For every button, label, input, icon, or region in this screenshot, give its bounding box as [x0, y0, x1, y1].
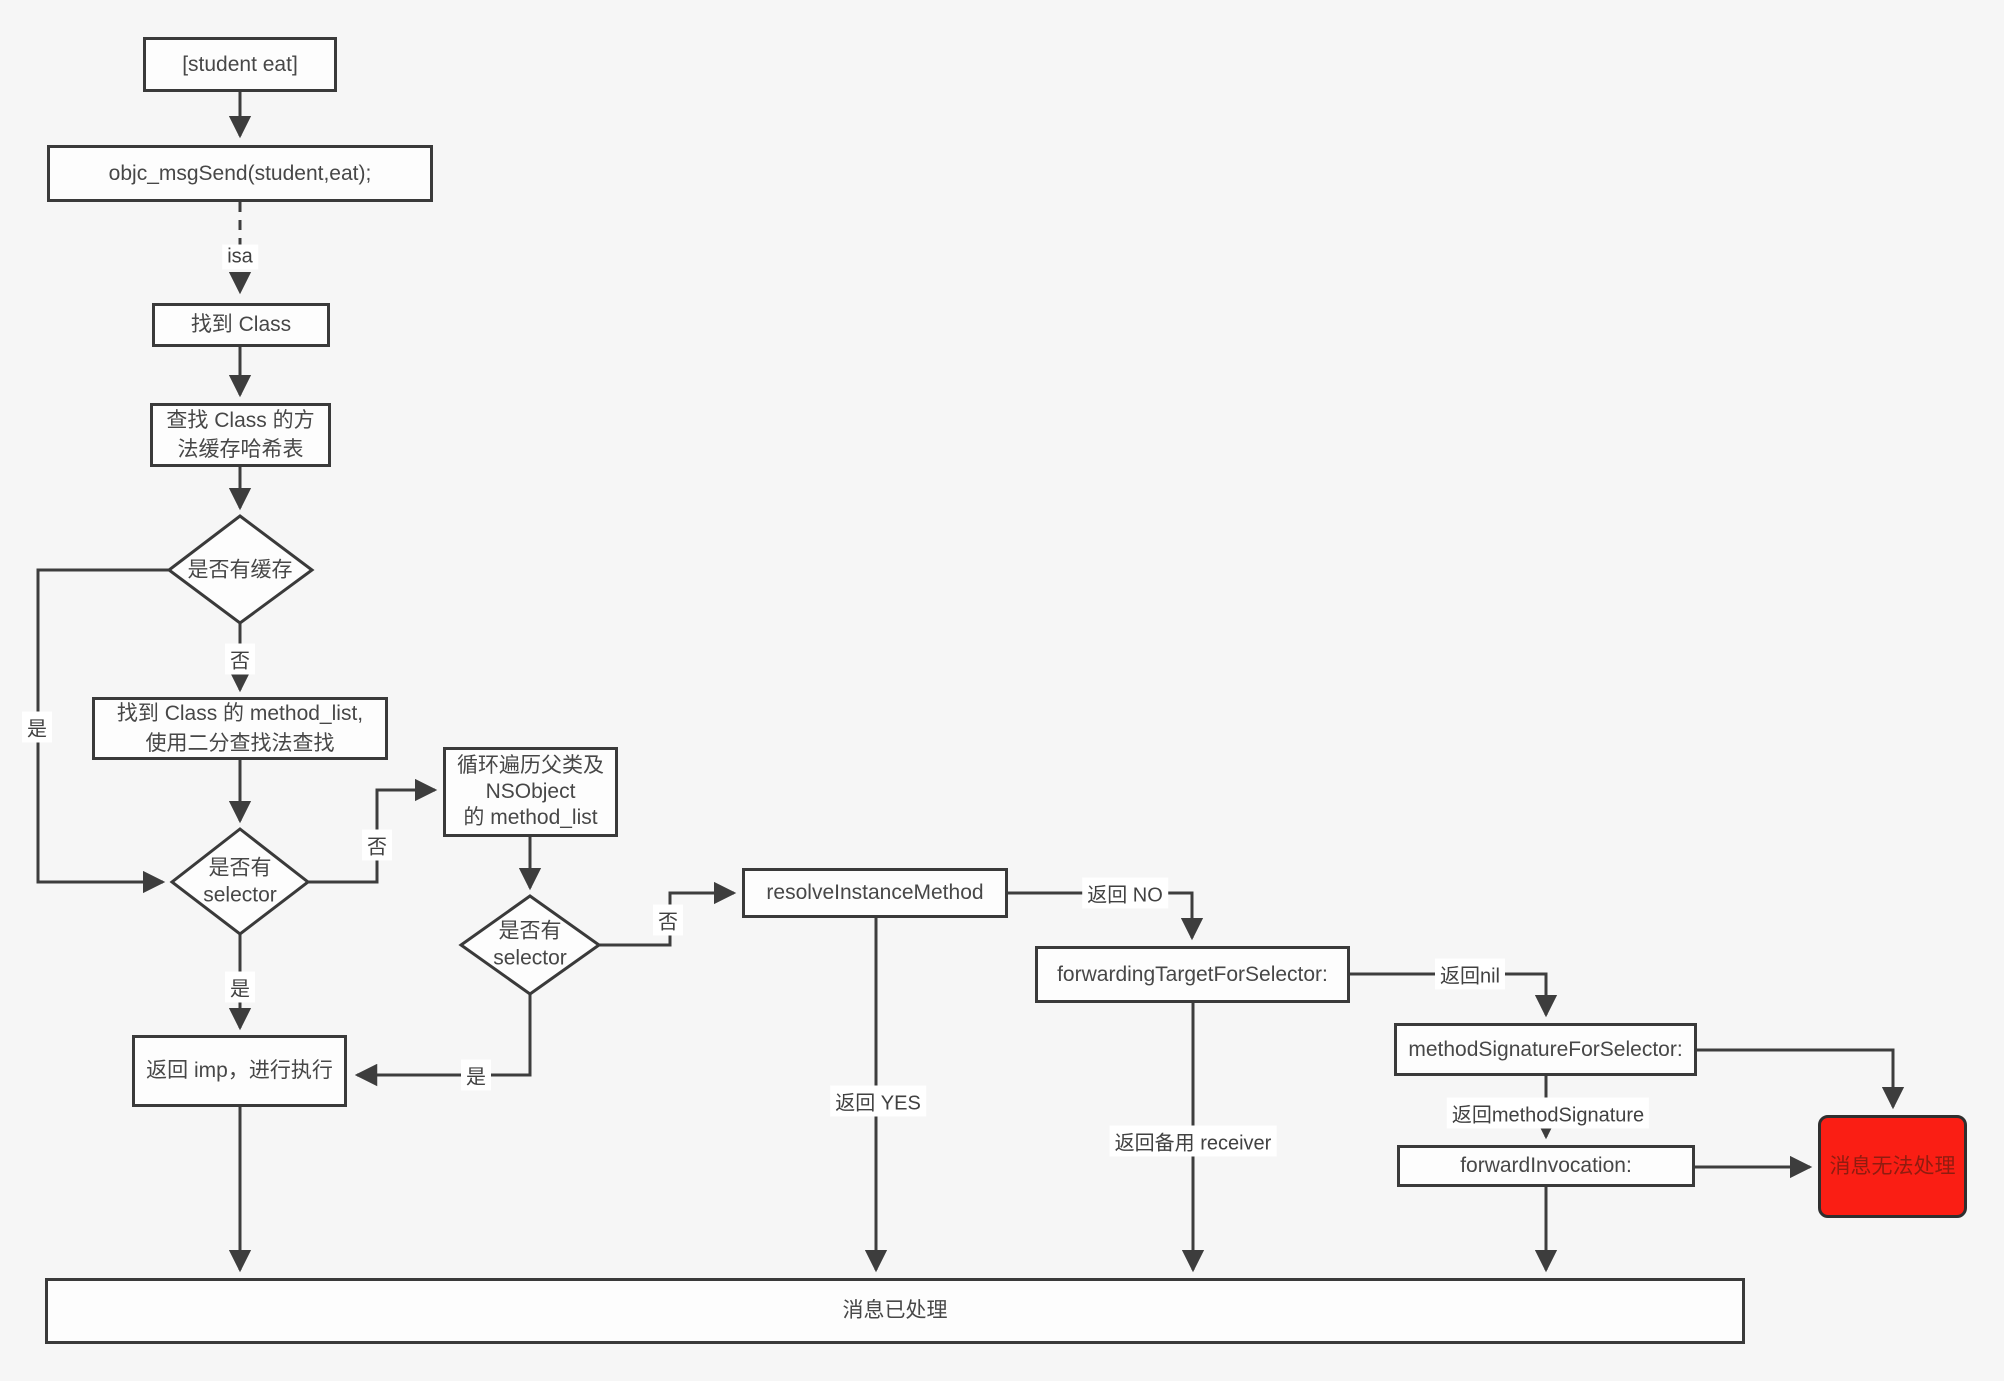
edge-signature-to-unhandled: [1697, 1048, 1905, 1110]
decision-has-selector2-label: 是否有 selector: [493, 919, 567, 970]
edge-resolve-return-no-to-forwarding: [1008, 891, 1204, 941]
edge-label-return-yes: 返回 YES: [830, 1085, 926, 1117]
decision-has-cache-shape: [166, 514, 315, 625]
edge-label-cache-no: 否: [225, 643, 255, 675]
node-method-list: 找到 Class 的 method_list, 使用二分查找法查找: [92, 697, 388, 760]
node-resolve-instance-method-label: resolveInstanceMethod: [766, 881, 984, 905]
edge-label-selector1-no: 否: [362, 829, 392, 861]
node-objc-msgsend-label: objc_msgSend(student,eat);: [108, 161, 372, 185]
edge-label-return-nil: 返回nil: [1434, 958, 1506, 990]
node-return-imp: 返回 imp，进行执行: [132, 1035, 347, 1107]
edge-label-selector2-yes: 是: [461, 1059, 491, 1091]
node-resolve-instance-method: resolveInstanceMethod: [742, 868, 1008, 918]
edge-label-return-no: 返回 NO: [1082, 877, 1168, 909]
edge-label-selector2-no: 否: [653, 904, 683, 936]
node-find-class-label: 找到 Class: [190, 313, 292, 337]
edge-label-selector1-yes: 是: [225, 971, 255, 1003]
node-forwarding-target-label: forwardingTargetForSelector:: [1057, 962, 1328, 986]
edge-forwarding-return-nil-to-signature: [1350, 972, 1558, 1018]
edge-label-cache-yes: 是: [22, 711, 52, 743]
decision-has-cache-label: 是否有缓存: [187, 558, 293, 582]
decision-has-selector2-shape: [458, 894, 602, 996]
node-message-handled-bar: 消息已处理: [45, 1278, 1745, 1344]
node-message-handled-label: 消息已处理: [842, 1299, 948, 1323]
edge-label-return-backup-receiver: 返回备用 receiver: [1109, 1125, 1277, 1157]
node-message-unhandled-label: 消息无法处理: [1829, 1154, 1956, 1178]
node-student-eat: [student eat]: [143, 37, 337, 92]
node-objc-msgsend: objc_msgSend(student,eat);: [47, 145, 433, 202]
node-search-cache: 查找 Class 的方 法缓存哈希表: [150, 403, 331, 467]
node-forwarding-target: forwardingTargetForSelector:: [1035, 946, 1350, 1003]
node-loop-superclass: 循环遍历父类及 NSObject 的 method_list: [443, 747, 618, 837]
node-search-cache-label: 查找 Class 的方 法缓存哈希表: [166, 408, 315, 461]
node-return-imp-label: 返回 imp，进行执行: [146, 1059, 333, 1083]
node-method-signature-label: methodSignatureForSelector:: [1408, 1037, 1683, 1061]
decision-has-selector1-shape: [169, 827, 311, 936]
edge-label-return-method-signature: 返回methodSignature: [1446, 1097, 1650, 1129]
node-forward-invocation: forwardInvocation:: [1397, 1145, 1695, 1187]
decision-has-selector1-label: 是否有 selector: [203, 856, 277, 907]
node-method-list-label: 找到 Class 的 method_list, 使用二分查找法查找: [116, 702, 364, 755]
node-find-class: 找到 Class: [152, 303, 330, 347]
node-method-signature: methodSignatureForSelector:: [1394, 1023, 1697, 1076]
edge-label-isa: isa: [222, 244, 258, 270]
node-message-unhandled: 消息无法处理: [1818, 1115, 1967, 1218]
node-loop-superclass-label: 循环遍历父类及 NSObject 的 method_list: [457, 753, 604, 830]
node-student-eat-label: [student eat]: [182, 52, 298, 76]
node-forward-invocation-label: forwardInvocation:: [1460, 1154, 1632, 1178]
edge-has-selector2-yes-to-return-imp: [354, 994, 532, 1087]
